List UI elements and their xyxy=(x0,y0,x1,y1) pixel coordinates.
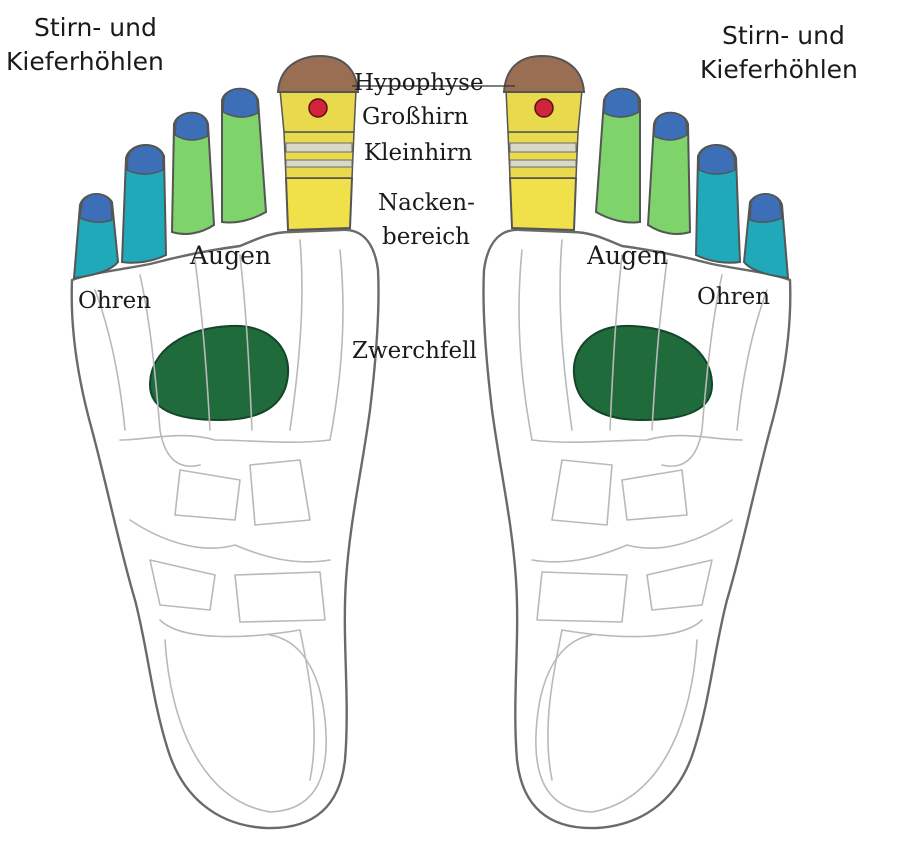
left-toe-5-tip xyxy=(80,194,112,222)
right-foot-sole xyxy=(483,230,790,828)
label-zwerchfell: Zwerchfell xyxy=(352,338,477,364)
right-hypophyse-dot xyxy=(535,99,553,117)
label-sinuses-left-line2: Kieferhöhlen xyxy=(6,47,164,76)
right-big-toe xyxy=(504,56,584,230)
label-nacken-line2: bereich xyxy=(382,224,470,250)
label-augen-left: Augen xyxy=(189,241,271,270)
left-foot xyxy=(72,56,379,828)
left-big-toe xyxy=(278,56,358,230)
left-big-toe-neck xyxy=(286,178,352,230)
label-kleinhirn: Kleinhirn xyxy=(364,140,472,166)
label-ohren-left: Ohren xyxy=(78,288,151,314)
label-nacken-line1: Nacken- xyxy=(378,190,475,216)
right-toe-4-tip xyxy=(699,145,735,174)
label-sinuses-right-line1: Stirn- und xyxy=(722,21,845,50)
label-augen-right: Augen xyxy=(586,241,668,270)
label-grosshirn: Großhirn xyxy=(362,104,469,130)
right-big-toe-neck xyxy=(510,178,576,230)
left-toe-3-tip xyxy=(175,113,208,140)
right-kleinhirn-band xyxy=(510,143,576,152)
right-big-toe-top xyxy=(504,56,584,92)
left-big-toe-top xyxy=(278,56,358,92)
left-toe-2-tip xyxy=(223,89,258,117)
right-toe-5-tip xyxy=(750,194,782,222)
right-kleinhirn-band-2 xyxy=(510,160,576,167)
left-toe-4-tip xyxy=(127,145,163,174)
right-toe-2-tip xyxy=(604,89,639,117)
left-hypophyse-dot xyxy=(309,99,327,117)
right-big-toe-kleinhirn xyxy=(508,132,578,178)
right-foot xyxy=(483,56,790,828)
label-ohren-right: Ohren xyxy=(697,284,770,310)
left-kleinhirn-band-2 xyxy=(286,160,352,167)
left-foot-sole xyxy=(72,230,379,828)
label-sinuses-left-line1: Stirn- und xyxy=(34,13,157,42)
left-big-toe-kleinhirn xyxy=(284,132,354,178)
label-sinuses-right-line2: Kieferhöhlen xyxy=(700,55,858,84)
label-hypophyse: Hypophyse xyxy=(354,70,484,96)
right-toe-3-tip xyxy=(654,113,687,140)
left-kleinhirn-band xyxy=(286,143,352,152)
